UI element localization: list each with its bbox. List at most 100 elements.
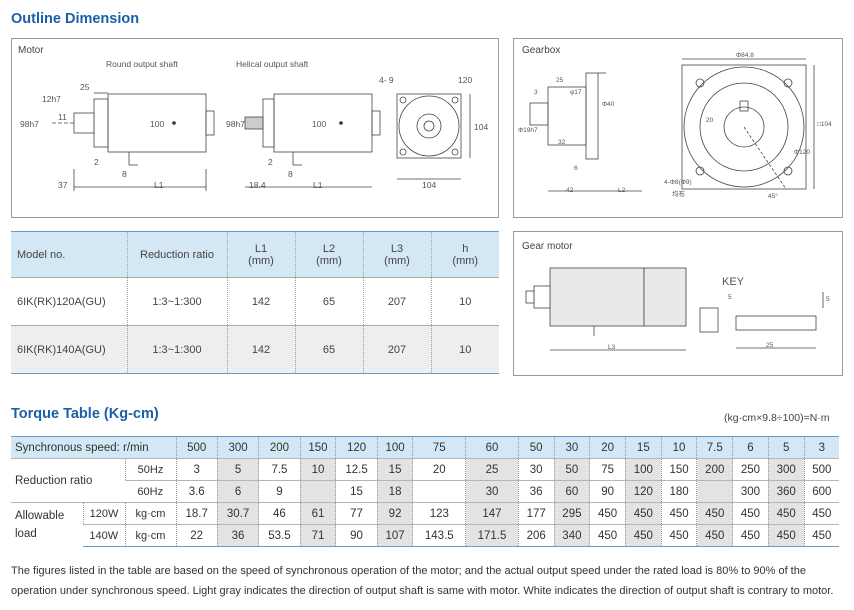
- torque-cell: 90: [335, 524, 378, 547]
- gb-dim-42: 42: [566, 187, 574, 194]
- torque-cell: 450: [589, 502, 626, 525]
- cell-l1: 142: [226, 325, 295, 374]
- torque-cell: 500: [803, 458, 839, 481]
- cell-h: 10: [430, 325, 499, 374]
- w120-label: 120W: [82, 502, 125, 525]
- cell-model: 6IK(RK)140A(GU): [11, 325, 127, 374]
- torque-cell: 30: [553, 436, 590, 459]
- torque-cell: 3: [803, 436, 839, 459]
- outline-title: Outline Dimension: [11, 11, 140, 27]
- torque-cell: [299, 480, 336, 503]
- torque-cell: 171.5: [465, 524, 519, 547]
- torque-cell: 450: [732, 502, 769, 525]
- torque-cell: 120: [624, 480, 662, 503]
- gearmotor-label: Gear motor: [522, 241, 573, 252]
- torque-cell: 300: [732, 480, 769, 503]
- torque-cell: 295: [553, 502, 590, 525]
- header-l3: L3(mm): [362, 231, 431, 278]
- dim-25: 25: [80, 82, 90, 92]
- torque-cell: 450: [803, 502, 839, 525]
- dim-12h7: 12h7: [42, 94, 61, 104]
- torque-cell: 22: [175, 524, 218, 547]
- motor-drawing: [52, 92, 471, 191]
- torque-cell: 20: [412, 458, 466, 481]
- key-label: KEY: [722, 276, 745, 288]
- torque-cell: 30: [465, 480, 519, 503]
- cell-l2: 65: [294, 325, 363, 374]
- gb-dim-25: 25: [556, 77, 564, 84]
- cell-ratio: 1:3~1:300: [126, 325, 227, 374]
- unit-140: kg·cm: [124, 524, 176, 547]
- torque-cell: 100: [624, 458, 662, 481]
- gb-dim-32: 32: [558, 139, 566, 146]
- gb-dim-120: Φ120: [794, 149, 811, 156]
- torque-cell: 50: [553, 458, 590, 481]
- torque-cell: 46: [258, 502, 301, 525]
- torque-cell: 53.5: [258, 524, 301, 547]
- torque-cell: 450: [589, 524, 626, 547]
- gb-dim-40: Φ40: [602, 101, 615, 108]
- torque-cell: 6: [732, 436, 769, 459]
- torque-cell: 123: [412, 502, 466, 525]
- w140-label: 140W: [83, 524, 125, 547]
- torque-cell: 600: [803, 480, 839, 503]
- torque-cell: 500: [175, 436, 218, 459]
- gm-dim-5b: 5: [826, 296, 830, 303]
- torque-cell: 75: [412, 436, 466, 459]
- torque-cell: 10: [299, 458, 336, 481]
- reduction-ratio-label: Reduction ratio: [11, 458, 125, 503]
- torque-cell: 450: [696, 524, 733, 547]
- torque-cell: 143.5: [412, 524, 466, 547]
- dim-flange-104-horizontal: 104: [422, 180, 437, 190]
- torque-cell: 25: [465, 458, 519, 481]
- torque-cell: 200: [258, 436, 301, 459]
- torque-cell: 200: [696, 458, 733, 481]
- torque-cell: 177: [517, 502, 555, 525]
- torque-cell: 450: [803, 524, 839, 547]
- torque-cell: 30: [517, 458, 555, 481]
- gb-dim-holes: 4-Φ8(Φ9): [664, 179, 692, 186]
- dim-2: 2: [94, 157, 99, 167]
- torque-cell: 15: [335, 480, 378, 503]
- footnote: The figures listed in the table are base…: [11, 565, 834, 597]
- dim-37: 37: [58, 180, 68, 190]
- gearbox-drawing: [529, 58, 815, 192]
- gb-dim-angle: 45°: [768, 193, 778, 200]
- torque-cell: 120: [335, 436, 378, 459]
- torque-cell: 206: [517, 524, 555, 547]
- gb-dim-3: 3: [534, 89, 538, 96]
- cell-l2: 65: [294, 277, 363, 326]
- dim-helical-100: 100: [312, 119, 327, 129]
- table-row: 6IK(RK)140A(GU) 1:3~1:300 142 65 207 10: [11, 325, 499, 374]
- torque-cell: 450: [767, 502, 805, 525]
- torque-cell: 60: [553, 480, 590, 503]
- torque-cell: 30.7: [216, 502, 259, 525]
- motor-label: Motor: [18, 45, 44, 56]
- torque-cell: 250: [732, 458, 769, 481]
- torque-cell: 180: [660, 480, 697, 503]
- header-model: Model no.: [11, 231, 127, 278]
- torque-cell: 12.5: [335, 458, 378, 481]
- gb-dim-l2: L2: [618, 187, 626, 194]
- dim-l1: L1: [154, 180, 164, 190]
- dim-8: 8: [122, 169, 127, 179]
- dim-helical-18-4: 18.4: [249, 180, 266, 190]
- gb-dim-104: □104: [817, 121, 832, 128]
- gearbox-panel: Gearbox 25 3 φ17 Φ40 Φ19h7 32 6 42 L2 Φ8…: [513, 38, 843, 218]
- gb-dim-84-8: Φ84.8: [736, 52, 754, 59]
- torque-cell: [412, 480, 466, 503]
- torque-cell: 300: [216, 436, 259, 459]
- torque-cell: 6: [216, 480, 259, 503]
- torque-cell: [696, 480, 733, 503]
- gm-dim-25: 25: [766, 342, 774, 349]
- torque-cell: 450: [732, 524, 769, 547]
- torque-cell: 18: [376, 480, 413, 503]
- gm-dim-l3: L3: [608, 344, 616, 351]
- torque-cell: 36: [517, 480, 555, 503]
- header-h: h(mm): [430, 231, 499, 278]
